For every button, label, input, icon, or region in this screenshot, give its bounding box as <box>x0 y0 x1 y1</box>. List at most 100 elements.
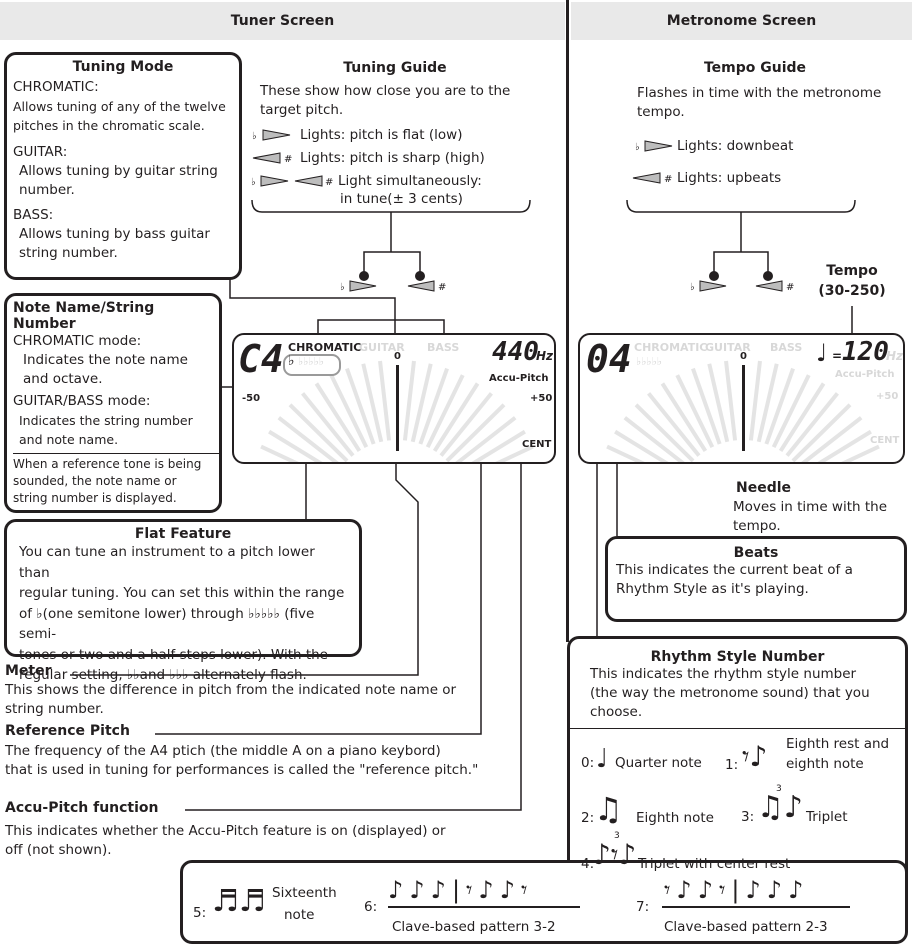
meter-segment <box>361 363 384 443</box>
svg-text:♭: ♭ <box>252 131 257 142</box>
lcd-flat-highlight <box>283 354 341 376</box>
beats-desc: This indicates the current beat of a Rhy… <box>616 562 853 597</box>
meter-segment <box>402 360 416 441</box>
meter-segment <box>748 360 762 441</box>
bass-label: BASS: <box>13 207 54 223</box>
tuning-mode-title: Tuning Mode <box>72 59 174 75</box>
meter-segment <box>495 444 534 462</box>
metro-lcd-eq: = <box>832 349 843 363</box>
quarter-note-icon: ♩ <box>816 339 828 367</box>
note-name-title: Note Name/String Number <box>13 300 155 332</box>
meter-segment <box>634 403 695 462</box>
meter-segment <box>260 444 299 462</box>
note-gb-label: GUITAR/BASS mode: <box>13 393 151 409</box>
meter-segment <box>445 403 506 462</box>
tuning-guide-desc: These show how close you are to the targ… <box>260 83 511 118</box>
triplet-icon: ♫♪ <box>757 790 804 825</box>
sixteenth-notes-icon: ♬♬ <box>212 884 266 919</box>
meter-segment <box>675 374 715 448</box>
tuner-screen-header: Tuner Screen <box>0 2 565 40</box>
rhythm-patterns-box <box>180 860 908 944</box>
metro-lcd-hz: Hz <box>886 349 904 363</box>
accu-pitch-title: Accu-Pitch function <box>5 800 159 816</box>
metronome-lcd: 04 CHROMATIC GUITAR BASS ♭♭♭♭♭ 0 ♩ = 120… <box>578 333 905 464</box>
rhythm-1-label-b: eighth note <box>786 756 864 772</box>
metro-lcd-zero: 0 <box>740 351 747 362</box>
meter-segment <box>288 403 349 462</box>
rhythm-1-num: 1: <box>725 757 739 773</box>
rhythm-title: Rhythm Style Number <box>650 649 825 665</box>
triplet-mark: 3 <box>776 784 782 794</box>
meter-title: Meter <box>5 663 52 679</box>
tuner-meter-fan <box>260 360 534 462</box>
eighth-rest-eighth-note-icon: 𝄾♪ <box>742 740 768 773</box>
triplet-center-rest-icon: ♪𝄾♪ <box>593 838 637 871</box>
meter-segment <box>647 392 701 457</box>
flat-feature-l3: of ♭(one semitone lower) through ♭♭♭♭♭ (… <box>19 605 315 643</box>
meter-segment <box>778 382 826 453</box>
note-name-box: Note Name/String Number CHROMATIC mode: … <box>4 293 222 513</box>
rhythm-7-num: 7: <box>636 899 650 915</box>
lcd-freq: 440 <box>492 337 539 367</box>
rhythm-1-label-a: Eighth rest and <box>786 736 890 752</box>
lcd-bass: BASS <box>427 341 460 354</box>
svg-text:♭: ♭ <box>340 282 345 293</box>
meter-segment <box>345 367 376 445</box>
meter-segment <box>707 363 730 443</box>
svg-text:♭: ♭ <box>635 142 640 153</box>
in-tune-range-text: in tune(± 3 cents) <box>340 191 463 207</box>
meter-segment <box>432 382 480 453</box>
rhythm-5-label-b: note <box>284 907 315 923</box>
meter-segment <box>268 429 323 462</box>
meter-desc: This shows the difference in pitch from … <box>5 682 457 717</box>
metro-lcd-guitar: GUITAR <box>705 341 751 354</box>
meter-segment <box>410 363 433 443</box>
metro-lcd-flats: ♭♭♭♭♭ <box>636 355 662 368</box>
guitar-desc: Allows tuning by guitar string number. <box>19 163 218 198</box>
rhythm-7-label: Clave-based pattern 2-3 <box>664 919 828 935</box>
clave-3-2-notation: ♪♪♪|𝄾♪♪𝄾 <box>388 876 534 904</box>
metronome-screen-header: Metronome Screen <box>571 2 912 40</box>
reference-pitch-title: Reference Pitch <box>5 723 130 739</box>
note-gb-desc: Indicates the string number and note nam… <box>19 413 193 447</box>
needle-title: Needle <box>736 480 792 496</box>
rhythm-style-box: Rhythm Style Number This indicates the r… <box>567 636 908 884</box>
tempo-guide-desc: Flashes in time with the metronome tempo… <box>637 85 882 120</box>
triplet-mark: 3 <box>614 831 620 841</box>
meter-segment <box>425 374 465 448</box>
note-chromatic-label: CHROMATIC mode: <box>13 333 142 349</box>
chromatic-label: CHROMATIC: <box>13 79 99 95</box>
quarter-note-icon: ♩ <box>596 744 609 774</box>
metro-lcd-bass: BASS <box>770 341 803 354</box>
meter-segment <box>623 416 685 462</box>
beats-box: Beats This indicates the current beat of… <box>605 536 907 622</box>
clave-3-2-staff <box>388 906 580 908</box>
meter-segment <box>418 367 449 445</box>
metro-lcd-accu: Accu-Pitch <box>835 369 895 380</box>
metro-lcd-tempo: 120 <box>842 337 889 367</box>
rhythm-4-label: Triplet with center rest <box>638 856 791 872</box>
flat-feature-l5: regular setting, ♭♭and ♭♭♭ alternately f… <box>19 667 307 683</box>
upbeats-text: Lights: upbeats <box>677 170 782 186</box>
svg-text:#: # <box>786 282 794 293</box>
metro-lcd-needle <box>742 365 745 451</box>
rhythm-2-num: 2: <box>581 810 595 826</box>
meter-segment <box>471 429 526 462</box>
svg-text:♭: ♭ <box>690 282 695 293</box>
reference-pitch-l2: that is used in tuning for performances … <box>5 762 479 778</box>
flat-feature-l1: You can tune an instrument to a pitch lo… <box>19 544 315 581</box>
meter-segment <box>329 374 369 448</box>
meter-segment <box>724 360 738 441</box>
lcd-accu-pitch: Accu-Pitch <box>489 373 549 384</box>
divider-line <box>566 0 569 642</box>
meter-segment <box>455 416 517 462</box>
lcd-minus50: -50 <box>242 393 261 404</box>
svg-text:#: # <box>325 177 333 188</box>
rhythm-desc: This indicates the rhythm style number (… <box>590 666 870 720</box>
metro-lcd-plus50: +50 <box>876 391 899 402</box>
flat-feature-box: Flat Feature You can tune an instrument … <box>4 519 362 683</box>
rhythm-6-num: 6: <box>364 899 378 915</box>
svg-text:#: # <box>438 282 446 293</box>
rhythm-2-label: Eighth note <box>636 810 714 826</box>
meter-segment <box>691 367 722 445</box>
